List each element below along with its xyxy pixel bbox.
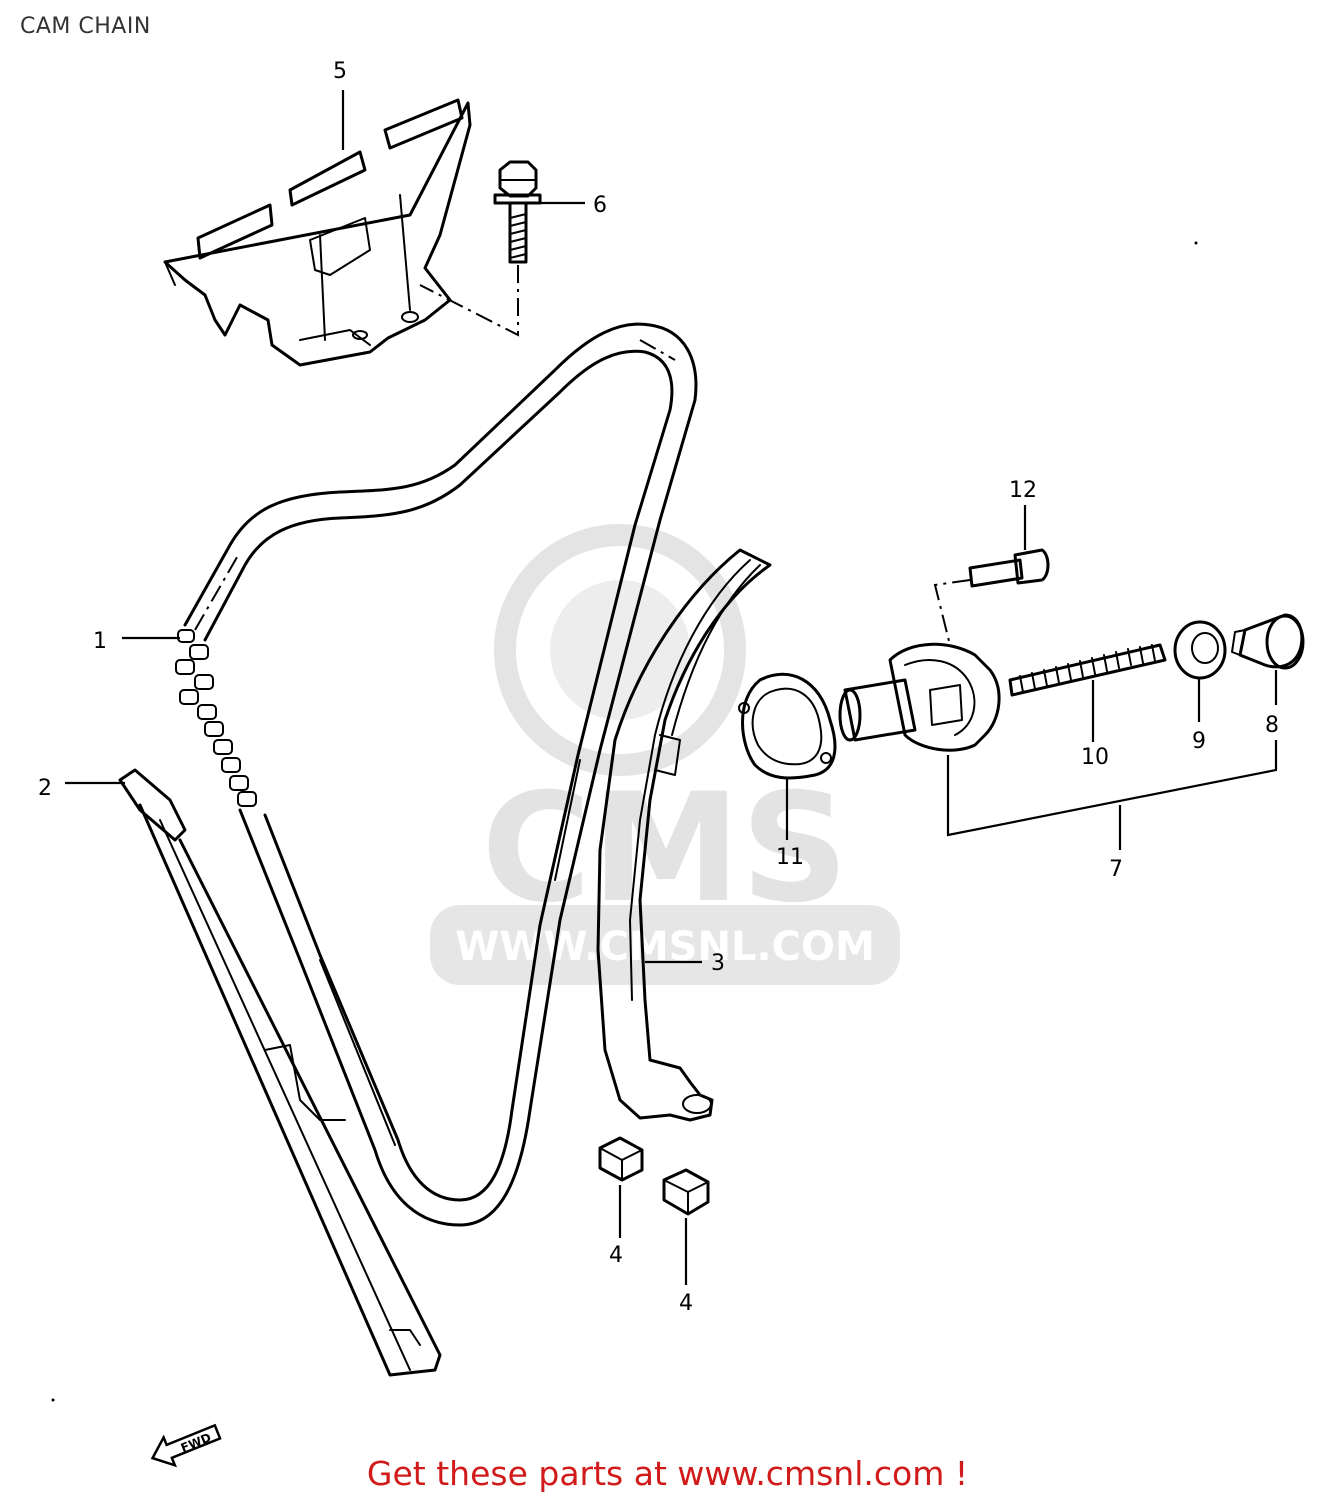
part-3-chain-tensioner-blade bbox=[596, 548, 772, 1122]
part-6-bolt bbox=[493, 160, 542, 264]
callout-1: 1 bbox=[93, 629, 107, 654]
callout-8: 8 bbox=[1265, 713, 1279, 738]
callout-12: 12 bbox=[1009, 478, 1037, 503]
callout-4a: 4 bbox=[609, 1243, 623, 1268]
part-10-spring bbox=[1008, 643, 1167, 697]
speck-mark bbox=[1194, 241, 1198, 245]
callout-6: 6 bbox=[593, 193, 607, 218]
part-12-screw bbox=[968, 548, 1050, 588]
part-12-install-line bbox=[933, 579, 971, 646]
callout-2: 2 bbox=[38, 776, 52, 801]
callout-10: 10 bbox=[1081, 745, 1109, 770]
speck-mark bbox=[51, 1398, 55, 1402]
part-8-cap bbox=[1231, 613, 1305, 670]
callout-3: 3 bbox=[711, 951, 725, 976]
part-9-washer bbox=[1173, 620, 1227, 680]
part-4-block-b bbox=[662, 1168, 710, 1216]
callout-11: 11 bbox=[776, 845, 804, 870]
part-5-chain-guide-top bbox=[163, 98, 472, 367]
part-11-gasket bbox=[738, 672, 837, 780]
page-title: CAM CHAIN bbox=[20, 14, 151, 39]
part-6-install-line bbox=[419, 265, 519, 337]
part-7-tensioner-assembly bbox=[838, 642, 1001, 752]
part-1-cam-chain bbox=[175, 322, 698, 1227]
part-2-chain-guide-rear bbox=[118, 768, 442, 1377]
callout-7: 7 bbox=[1109, 857, 1123, 882]
part-4-block-a bbox=[598, 1136, 644, 1182]
callout-5: 5 bbox=[333, 59, 347, 84]
callout-4b: 4 bbox=[679, 1291, 693, 1316]
callout-9: 9 bbox=[1192, 729, 1206, 754]
callout-labels: 1 2 3 4 4 5 6 7 8 9 10 11 12 bbox=[38, 59, 1279, 1316]
leader-lines bbox=[65, 90, 1278, 1285]
footer-promo-link[interactable]: Get these parts at www.cmsnl.com ! bbox=[366, 1454, 969, 1493]
